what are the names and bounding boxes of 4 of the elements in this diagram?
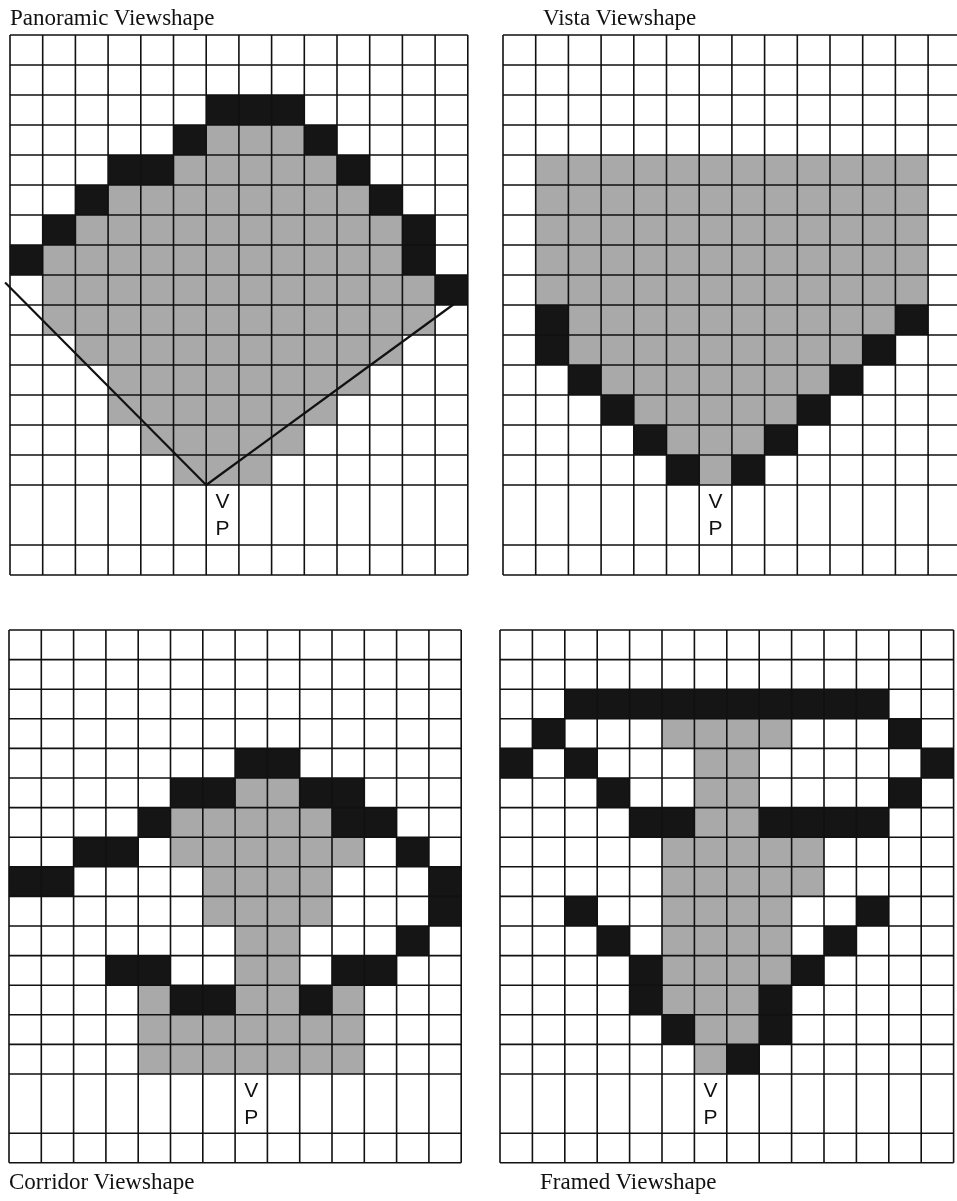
panel-title: Panoramic Viewshape [10, 5, 215, 31]
panel-title: Corridor Viewshape [9, 1168, 195, 1195]
panel-title: Vista Viewshape [543, 5, 697, 31]
panel-title: Framed Viewshape [540, 1168, 717, 1195]
